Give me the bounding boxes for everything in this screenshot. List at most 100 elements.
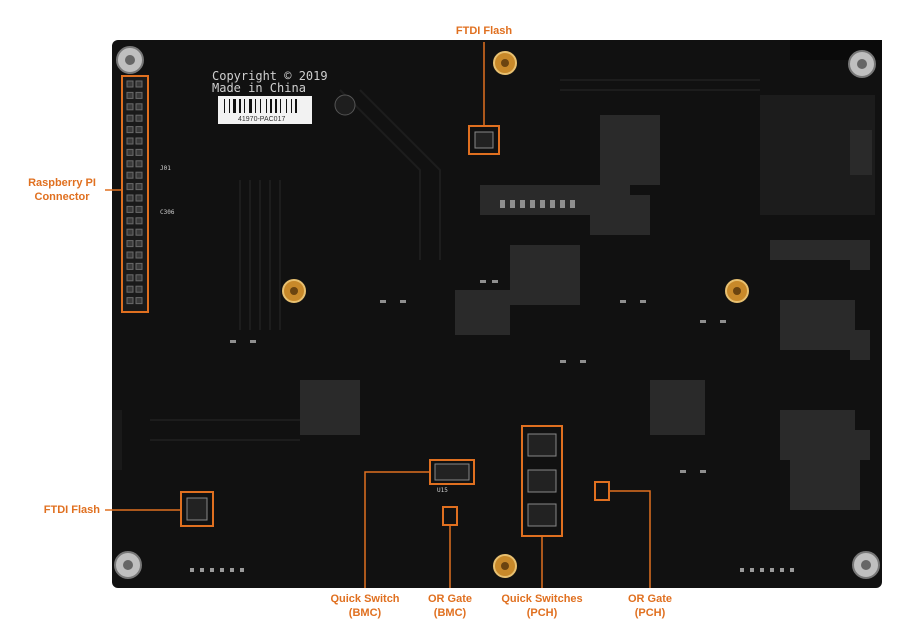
barcode-bar [266,99,267,113]
callout-raspberry-pi-connector: Raspberry PI Connector [18,176,106,204]
barcode-bar [286,99,287,113]
standoff-screw-center [857,59,867,69]
raspberry-pi-header-pins [126,80,143,305]
header-pin [126,171,134,179]
header-pin [135,240,143,248]
mounting-pad-hole [501,59,509,67]
smd-components [230,200,726,473]
callout-quick-switch-bmc: Quick Switch (BMC) [320,592,410,620]
mounting-pad-hole [501,562,509,570]
barcode-bar [233,99,236,113]
component-clusters [300,115,872,510]
ftdi-flash-left-highlight [180,491,214,527]
callout-or-gate-bmc-line2: (BMC) [433,607,467,619]
mounting-pads [282,51,749,578]
header-pin [126,262,134,270]
bottom-test-pads [190,568,794,572]
header-pin [135,228,143,236]
barcode-bar [270,99,272,113]
barcode-bar [275,99,277,113]
header-pin [135,274,143,282]
header-pin [126,285,134,293]
header-pin [126,274,134,282]
header-pin [126,240,134,248]
header-pin [135,194,143,202]
callout-or-gate-pch-line1: OR Gate [627,593,672,605]
silk-part-number: 41970-PAC017 [238,116,285,123]
header-pin [135,285,143,293]
barcode-bar [295,99,297,113]
header-pin [126,228,134,236]
standoff-screw-center [861,560,871,570]
quick-switch-bmc-chip [434,463,470,481]
header-pin [135,148,143,156]
header-pin [135,160,143,168]
barcode-bars [224,99,297,113]
callout-quick-switches-pch-line2: (PCH) [526,607,558,619]
barcode-bar [291,99,292,113]
quick-switch-pch-chip [527,433,557,457]
header-pin [126,160,134,168]
header-pin [126,91,134,99]
header-pin [135,114,143,122]
header-pin [135,171,143,179]
callout-or-gate-pch: OR Gate (PCH) [612,592,688,620]
barcode-bar [260,99,261,113]
barcode-bar [255,99,256,113]
header-pin [135,262,143,270]
header-pin [126,217,134,225]
quick-switch-pch-chip [527,503,557,527]
silk-c306: C306 [160,209,175,216]
header-pin [126,80,134,88]
header-pin [126,126,134,134]
header-pin [126,114,134,122]
barcode-bar [239,99,241,113]
header-pin [135,80,143,88]
board-edge-tab [112,410,122,470]
header-pin [126,297,134,305]
mounting-pad-hole [733,287,741,295]
barcode-bar [229,99,230,113]
silk-u15: U15 [437,487,448,494]
header-pin [126,205,134,213]
highlighted-chips: U15 [180,125,610,537]
board-logo [334,94,356,116]
callout-ftdi-flash-top: FTDI Flash [455,25,513,37]
silk-copyright: Copyright © 2019 [212,69,328,83]
header-pin [135,251,143,259]
ftdi-flash-left-chip [186,497,208,521]
header-pin [126,251,134,259]
header-pin [135,183,143,191]
barcode-bar [244,99,245,113]
header-pin [135,297,143,305]
callout-ftdi-flash-left: FTDI Flash [43,504,100,516]
callout-or-gate-bmc: OR Gate (BMC) [412,592,488,620]
leader-or-gate-pch [609,490,651,588]
barcode-bar [280,99,281,113]
header-pin [126,183,134,191]
header-pin [135,137,143,145]
callout-quick-switch-bmc-line1: Quick Switch [330,593,400,605]
pcb-traces [150,79,760,441]
barcode-bar [249,99,252,113]
callout-or-gate-pch-line2: (PCH) [634,607,666,619]
header-pin [126,194,134,202]
header-pin [126,103,134,111]
mounting-pad-hole [290,287,298,295]
callout-raspberry-pi-line2: Connector [34,191,90,203]
header-pin [126,137,134,145]
callout-quick-switches-pch: Quick Switches (PCH) [492,592,592,620]
header-pin [135,205,143,213]
callout-or-gate-bmc-line1: OR Gate [427,593,472,605]
header-pin [135,217,143,225]
silk-made-in: Made in China [212,81,306,95]
barcode-bar [224,99,225,113]
header-pin [135,103,143,111]
quick-switch-pch-chip [527,469,557,493]
header-pin [135,126,143,134]
raspberry-pi-header-highlight [121,75,149,313]
silk-j01: J01 [160,165,171,172]
callout-raspberry-pi-line1: Raspberry PI [28,177,96,189]
